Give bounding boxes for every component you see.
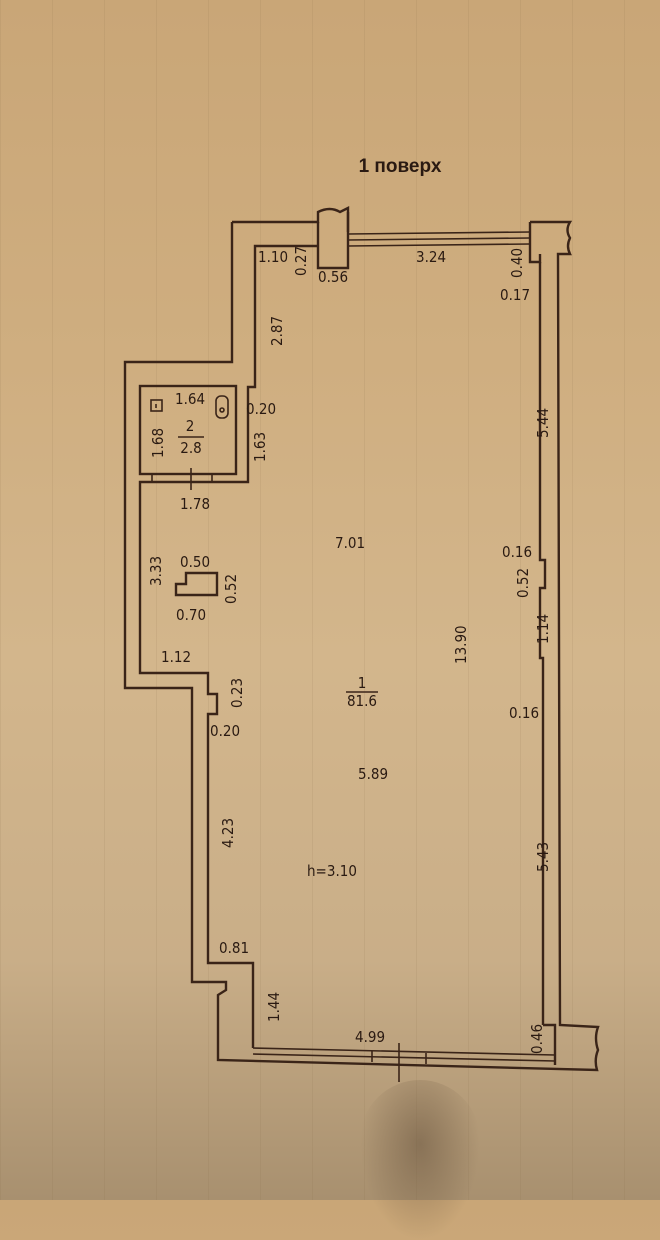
chimney-block — [316, 212, 350, 270]
dim-label: 0.50 — [180, 553, 210, 571]
dim-label: 1.78 — [180, 495, 210, 513]
dim-label: 5.43 — [534, 842, 552, 872]
dim-label: 0.52 — [222, 574, 240, 604]
dim-label: 0.16 — [509, 704, 539, 722]
dim-label: 1.64 — [175, 390, 205, 408]
dim-label: 4.23 — [219, 818, 237, 848]
top-window-line — [347, 237, 531, 241]
dim-label: 4.99 — [355, 1028, 385, 1046]
dim-label: 1.10 — [258, 248, 288, 266]
dim-label: 1.12 — [161, 648, 191, 666]
toilet-icon — [215, 395, 229, 419]
dim-label: 0.16 — [502, 543, 532, 561]
wc-room-number: 2 — [186, 417, 195, 435]
dim-label: 0.40 — [508, 248, 526, 278]
dim-label: 0.52 — [514, 568, 532, 598]
dim-label: 1.44 — [265, 992, 283, 1022]
dim-label: 0.20 — [246, 400, 276, 418]
dim-label: 0.23 — [228, 678, 246, 708]
bottom-right-column — [543, 1023, 557, 1065]
main-room-area: 81.6 — [347, 692, 377, 710]
dim-label: 3.33 — [147, 556, 165, 586]
dim-label: 5.89 — [358, 765, 388, 783]
bottom-window-line — [252, 1047, 556, 1056]
main-room-number: 1 — [358, 674, 367, 692]
top-window-line — [347, 231, 531, 235]
dim-label: 2.87 — [268, 316, 286, 346]
floor-title: 1 поверх — [359, 156, 442, 177]
dim-label: 0.46 — [528, 1024, 546, 1054]
dim-label: 1.14 — [534, 614, 552, 644]
dim-label: 0.17 — [500, 286, 530, 304]
wc-room-area: 2.8 — [180, 439, 201, 457]
dim-label: 1.63 — [251, 432, 269, 462]
outer-wall — [123, 206, 600, 1072]
sink-icon — [150, 399, 163, 412]
top-right-column — [528, 222, 542, 264]
dim-label: 0.27 — [292, 246, 310, 276]
dim-label: 7.01 — [335, 534, 365, 552]
wc-room — [138, 384, 238, 476]
dim-label: 5.44 — [534, 408, 552, 438]
dim-label: 3.24 — [416, 248, 446, 266]
column-block — [174, 571, 219, 597]
dim-label: 0.56 — [318, 268, 348, 286]
inner-wall — [138, 244, 547, 1048]
ceiling-height-label: h=3.10 — [307, 862, 357, 880]
dim-label: 0.81 — [219, 939, 249, 957]
dim-label: 0.70 — [176, 606, 206, 624]
top-window-line — [347, 243, 531, 247]
floor-plan: 1 поверх 1.10 0.27 0.56 3.24 0.40 0.17 2… — [123, 156, 600, 1082]
dim-label: 0.20 — [210, 722, 240, 740]
bottom-window-line — [252, 1053, 556, 1062]
dim-label: 13.90 — [452, 625, 470, 664]
dim-label: 1.68 — [149, 428, 167, 458]
